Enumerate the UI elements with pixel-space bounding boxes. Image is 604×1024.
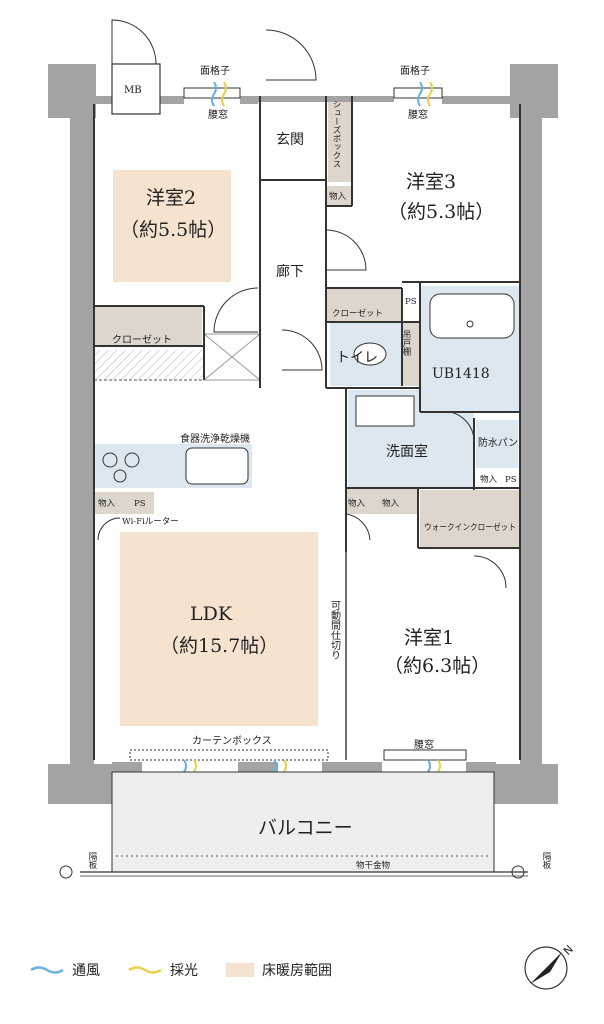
toilet-fixture [353, 342, 387, 366]
walkin-closet-label: ウォークインクローゼット [424, 522, 516, 533]
shoe-box-label: シューズボックス [331, 100, 341, 168]
floor-heating-room2 [113, 170, 231, 282]
clothes-hanger-label: 物干金物 [356, 860, 391, 871]
washroom-label: 洗面室 [386, 443, 428, 460]
drain-left [59, 865, 73, 879]
ldk-name: LDK [190, 603, 233, 625]
room3-size: （約5.3帖） [388, 201, 494, 223]
dishwasher-label: 食器洗浄乾燥機 [180, 432, 250, 445]
doors [97, 29, 507, 589]
hallway-label: 廊下 [276, 263, 304, 280]
storage-kitchen-label: 物入 [98, 498, 116, 509]
balcony-area [111, 771, 495, 873]
shoe-box-storage [328, 98, 352, 182]
room2-name: 洋室2 [146, 187, 196, 209]
mb-label: MB [124, 85, 142, 96]
storage-entrance-label: 物入 [329, 191, 347, 202]
waist-window-left-label: 腰窓 [208, 108, 228, 121]
louver-left-label: 面格子 [200, 64, 230, 77]
partition-right-label: 隔板 [541, 852, 551, 870]
storage-mid2-label: 物入 [382, 498, 400, 509]
wifi-router-label: Wi-Fiルーター [122, 517, 179, 527]
legend-ventilation-label: 通風 [72, 963, 100, 979]
waist-window-right-label: 腰窓 [408, 108, 428, 121]
closet-hall-label: クローゼット [332, 308, 383, 319]
room1-name: 洋室1 [404, 627, 454, 649]
north-compass-icon: N [524, 943, 576, 990]
hall-closet [326, 288, 402, 322]
drain-right [511, 865, 525, 879]
waterproof-pan-floor [476, 420, 518, 468]
hanging-shelf-label: 吊戸棚 [401, 330, 411, 356]
louver-right-label: 面格子 [400, 64, 430, 77]
storage-wash-label: 物入 [480, 474, 498, 485]
floor-heating-ldk [120, 532, 318, 726]
curtain-box-label: カーテンボックス [192, 735, 272, 747]
ldk-size: （約15.7帖） [160, 635, 278, 657]
room2-closet [94, 306, 202, 346]
movable-partition-label: 可動間仕切り [329, 600, 341, 660]
legend-daylight-label: 採光 [170, 963, 198, 979]
kitchen-sink [185, 447, 249, 485]
stove-hob [102, 452, 140, 483]
ventilation-swatch-icon [30, 966, 64, 974]
kitchen-storage-area [94, 492, 154, 514]
closet-room2-label: クローゼット [112, 334, 172, 346]
walkin-closet-area [420, 490, 520, 548]
hatched-strip [94, 350, 204, 380]
legend-floor-heating-label: 床暖房範囲 [262, 963, 332, 979]
legend-floor-heating: 床暖房範囲 [226, 960, 332, 980]
storage-mid-area [346, 488, 418, 514]
washbasin [355, 395, 415, 427]
entrance-storage [326, 186, 352, 206]
daylight-swatch-icon [128, 966, 162, 974]
walls [48, 64, 558, 804]
waist-window-bottom-label: 腰窓 [414, 738, 434, 751]
interior-walls [93, 96, 521, 760]
storage-mid1-label: 物入 [348, 498, 366, 509]
room1-size: （約6.3帖） [384, 655, 490, 677]
legend: 通風 採光 床暖房範囲 [30, 958, 332, 982]
ps-wash-label: PS [505, 475, 517, 485]
partition-left-label: 隔板 [87, 852, 97, 870]
room2-size: （約5.5帖） [120, 219, 226, 241]
room3-name: 洋室3 [406, 171, 456, 193]
balcony-label: バルコニー [258, 817, 353, 839]
mb-box [111, 63, 161, 115]
toilet-label: トイレ [336, 350, 378, 366]
ps-kitchen-label: PS [134, 499, 146, 509]
legend-ventilation: 通風 [30, 960, 100, 980]
bathtub [429, 293, 515, 339]
floor-heating-swatch [226, 963, 254, 977]
unit-bath-label: UB1418 [432, 366, 490, 382]
ps-upper-label: PS [405, 297, 417, 307]
waterproof-pan-label: 防水パン [478, 436, 518, 449]
hanging-shelf-storage [402, 322, 420, 386]
entrance-label: 玄関 [276, 131, 304, 148]
legend-daylight: 採光 [128, 960, 198, 980]
